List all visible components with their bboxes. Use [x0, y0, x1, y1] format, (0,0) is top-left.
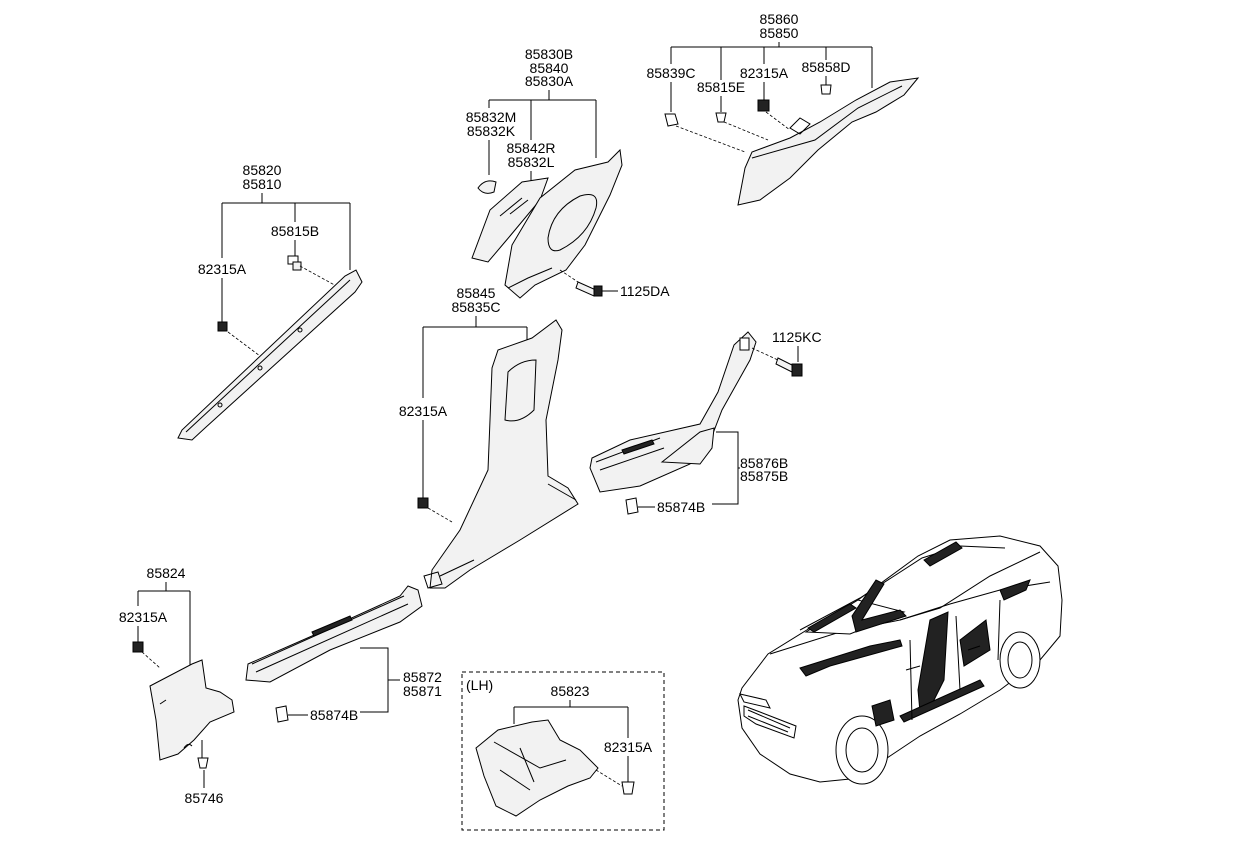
- label-1125DA: 1125DA: [620, 283, 670, 299]
- c-pillar-trim: 85830B 85840 85830A 85832M 85832K 85842R…: [466, 46, 671, 299]
- label-85874B-front: 85874B: [310, 707, 358, 723]
- bracket-icon: [739, 337, 750, 351]
- clip-icon: [664, 84, 832, 127]
- label-85876B: 85876B: [740, 455, 788, 471]
- clip-icon: [275, 705, 289, 723]
- label-85850: 85850: [760, 25, 799, 41]
- label-85845: 85845: [457, 285, 496, 301]
- label-82315A-cowl: 82315A: [119, 609, 168, 625]
- label-85830B: 85830B: [525, 46, 573, 62]
- label-85832K: 85832K: [467, 123, 516, 139]
- label-lh: (LH): [466, 677, 493, 693]
- label-85858D: 85858D: [801, 59, 850, 75]
- label-85810: 85810: [243, 176, 282, 192]
- label-82315A-lh: 82315A: [604, 739, 653, 755]
- bolt-icon: [775, 357, 803, 377]
- b-pillar-trim: 85845 85835C 82315A: [399, 285, 579, 589]
- label-85824: 85824: [147, 565, 186, 581]
- a-pillar-trim: 85820 85810 85815B 82315A: [177, 162, 363, 441]
- label-85815B: 85815B: [271, 223, 319, 239]
- rear-shelf-trim: 85860 85850 85839C 85815E 82315A 85858D: [646, 11, 920, 206]
- clip-icon: [132, 641, 144, 653]
- label-85871: 85871: [403, 683, 442, 699]
- rear-sill-trim: 1125KC 85876B 85875B 85874B: [589, 329, 822, 515]
- label-85872: 85872: [403, 669, 442, 685]
- label-82315A-b: 82315A: [399, 403, 448, 419]
- clip-icon: [621, 781, 635, 795]
- label-85832L: 85832L: [508, 154, 555, 170]
- car-illustration: [737, 535, 1063, 785]
- cowl-side-trim: 85824 82315A 85746: [119, 565, 235, 806]
- clip-icon: [417, 497, 429, 509]
- front-sill-trim: 85872 85871 85874B: [245, 585, 442, 723]
- label-85860: 85860: [760, 11, 799, 27]
- label-85840: 85840: [530, 60, 569, 76]
- label-85835C: 85835C: [451, 299, 500, 315]
- label-85830A: 85830A: [525, 73, 574, 89]
- label-1125KC: 1125KC: [772, 329, 822, 345]
- label-82315A-a: 82315A: [198, 261, 247, 277]
- label-85842R: 85842R: [506, 140, 555, 156]
- label-85832M: 85832M: [466, 109, 517, 125]
- label-85815E: 85815E: [697, 79, 745, 95]
- label-82315A-rear: 82315A: [740, 65, 789, 81]
- label-85823: 85823: [551, 683, 590, 699]
- label-85839C: 85839C: [646, 65, 695, 81]
- label-85875B: 85875B: [740, 468, 788, 484]
- label-85820: 85820: [243, 162, 282, 178]
- clip-icon: [217, 255, 302, 332]
- label-85746: 85746: [185, 790, 224, 806]
- lh-inset: (LH) 85823 82315A: [461, 671, 665, 831]
- label-85874B-rear: 85874B: [657, 499, 705, 515]
- clip-icon: [625, 497, 639, 515]
- screw-icon: [197, 757, 209, 769]
- bolt-icon: [575, 281, 603, 297]
